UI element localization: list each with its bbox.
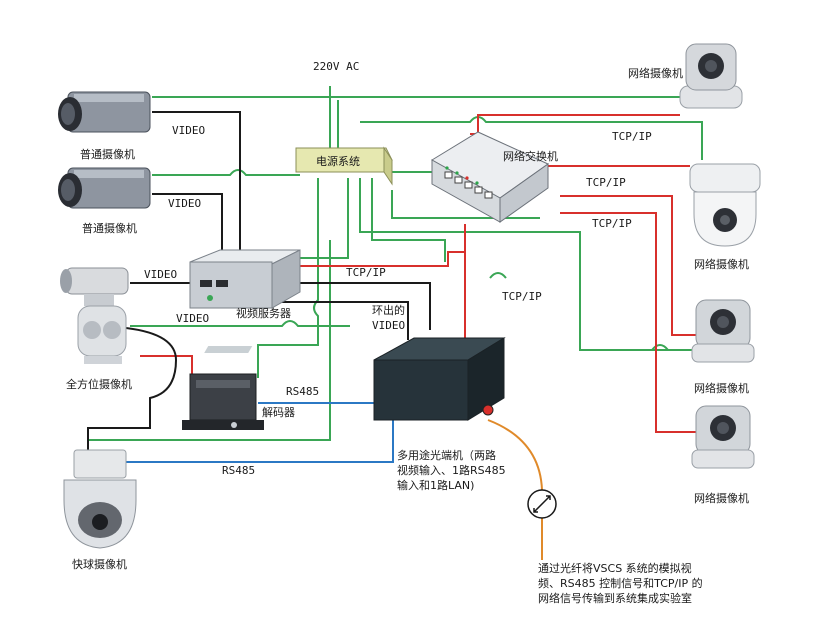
box-camera-icon	[58, 167, 151, 209]
green-wire	[391, 190, 540, 219]
wires-black	[87, 111, 431, 452]
power-supply-label: 电源系统	[316, 154, 360, 168]
black-wire	[280, 282, 431, 330]
green-wire	[257, 178, 319, 378]
fiber-transceiver-label-3: 输入和1路LAN)	[397, 478, 474, 492]
ptz-camera-label: 全方位摄像机	[66, 377, 132, 391]
ip-camera-icon	[679, 43, 743, 109]
ip-camera-label-4: 网络摄像机	[694, 491, 749, 505]
video-label-2: VIDEO	[168, 197, 201, 210]
green-wire	[596, 344, 700, 351]
fiber-transceiver-label-1: 多用途光端机（两路	[397, 448, 496, 462]
ip-camera-icon	[689, 163, 761, 247]
tcpip-label-5: TCP/IP	[502, 290, 542, 303]
blue-wire	[100, 410, 394, 463]
box-camera-label-2: 普通摄像机	[82, 221, 137, 235]
green-wire	[371, 178, 446, 262]
ip-camera-icon	[691, 405, 755, 469]
black-wire	[152, 111, 241, 250]
green-wire	[489, 272, 507, 279]
loop-video-label-2: VIDEO	[372, 319, 405, 332]
ip-camera-label-3: 网络摄像机	[694, 381, 749, 395]
tcpip-label-3: TCP/IP	[592, 217, 632, 230]
ip-camera-label-1: 网络摄像机	[628, 66, 683, 80]
fiber-note-line-3: 网络信号传输到系统集成实验室	[538, 591, 692, 605]
fiber-note-line-1: 通过光纤将VSCS 系统的模拟视	[538, 561, 692, 575]
speed-dome-camera-icon	[63, 449, 137, 549]
power-supply-icon	[295, 146, 393, 186]
video-server-label: 视频服务器	[236, 306, 291, 320]
network-switch-icon	[431, 131, 549, 223]
ptz-camera-icon	[60, 267, 129, 364]
red-wire	[560, 212, 700, 433]
red-wire	[140, 355, 193, 378]
speed-dome-camera-label: 快球摄像机	[72, 557, 127, 571]
green-wire	[359, 178, 700, 351]
video-label-4: VIDEO	[176, 312, 209, 325]
ip-camera-icon	[691, 299, 755, 363]
green-wire	[152, 169, 300, 176]
video-server-icon	[189, 249, 301, 309]
fiber-wire	[487, 419, 543, 560]
loop-video-label-1: 环出的	[372, 303, 405, 317]
wire-fiber	[487, 419, 543, 560]
video-label-1: VIDEO	[172, 124, 205, 137]
network-switch-label: 网络交换机	[503, 149, 558, 163]
ip-camera-label-2: 网络摄像机	[694, 257, 749, 271]
tcpip-label-2: TCP/IP	[586, 176, 626, 189]
wires-red	[140, 114, 700, 433]
red-wire	[300, 251, 465, 267]
rs485-label-1: RS485	[286, 385, 319, 398]
black-wire	[152, 193, 223, 250]
black-wire	[282, 301, 409, 340]
box-camera-icon	[58, 91, 151, 133]
power-input-label: 220V AC	[313, 60, 359, 73]
fiber-transceiver-label-2: 视频输入、1路RS485	[397, 463, 506, 477]
fiber-transceiver-icon	[204, 337, 506, 421]
decoder-label: 解码器	[262, 405, 295, 419]
decoder-icon	[182, 373, 264, 430]
video-label-3: VIDEO	[144, 268, 177, 281]
fiber-connector-icon	[527, 489, 557, 519]
fiber-note-line-2: 频、RS485 控制信号和TCP/IP 的	[538, 576, 703, 590]
box-camera-label-1: 普通摄像机	[80, 147, 135, 161]
black-wire	[87, 327, 178, 452]
tcpip-label-4: TCP/IP	[346, 266, 386, 279]
wires-blue	[100, 402, 394, 463]
green-wire	[300, 178, 349, 259]
tcpip-label-1: TCP/IP	[612, 130, 652, 143]
green-wire	[130, 320, 350, 327]
rs485-label-2: RS485	[222, 464, 255, 477]
red-wire	[560, 195, 700, 336]
